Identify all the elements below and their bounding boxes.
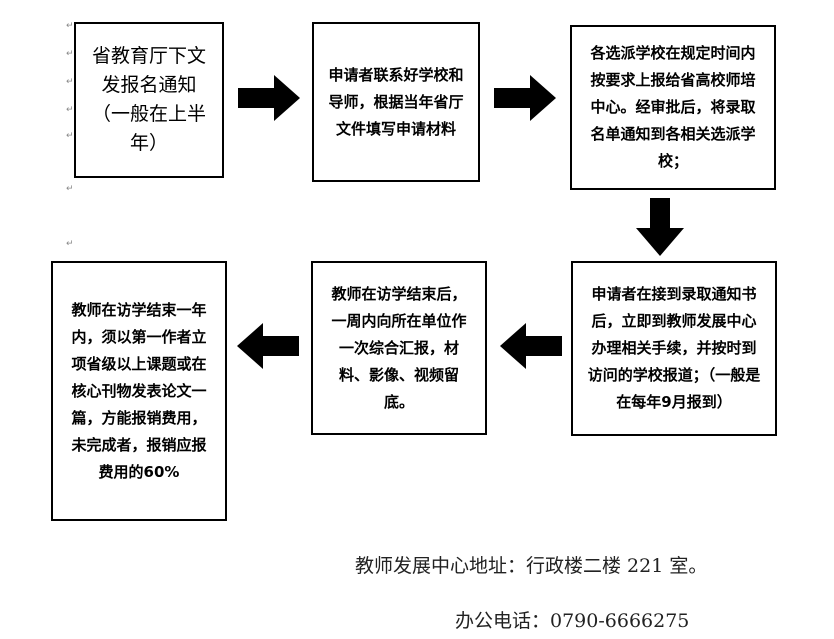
step-1-text: 省教育厅下文发报名通知（一般在上半年）	[91, 45, 206, 154]
step-6-text: 教师在访学结束一年内，须以第一作者立项省级以上课题或在核心刊物发表论文一篇，方能…	[71, 300, 207, 481]
left-arrow-icon	[500, 323, 562, 369]
paragraph-mark: ↵	[66, 77, 74, 87]
paragraph-mark: ↵	[66, 49, 74, 59]
paragraph-mark: ↵	[66, 239, 74, 249]
right-arrow-icon	[238, 75, 300, 121]
step-3-box: 各选派学校在规定时间内按要求上报给省高校师培中心。经审批后，将录取名单通知到各相…	[570, 25, 776, 190]
step-4-box: 申请者在接到录取通知书后，立即到教师发展中心办理相关手续，并按时到访问的学校报道…	[571, 261, 777, 436]
step-2-box: 申请者联系好学校和导师，根据当年省厅文件填写申请材料	[312, 22, 480, 182]
right-arrow-icon	[494, 75, 556, 121]
paragraph-mark: ↵	[66, 21, 74, 31]
center-address: 教师发展中心地址：行政楼二楼 221 室。	[355, 555, 708, 577]
step-2-text: 申请者联系好学校和导师，根据当年省厅文件填写申请材料	[328, 65, 464, 138]
paragraph-mark: ↵	[66, 131, 74, 141]
step-4-text: 申请者在接到录取通知书后，立即到教师发展中心办理相关手续，并按时到访问的学校报道…	[587, 285, 761, 411]
step-5-box: 教师在访学结束后，一周内向所在单位作一次综合汇报，材料、影像、视频留底。	[311, 261, 487, 435]
office-phone: 办公电话：0790-6666275	[455, 610, 690, 632]
left-arrow-icon	[237, 323, 299, 369]
paragraph-mark: ↵	[66, 105, 74, 115]
step-6-box: 教师在访学结束一年内，须以第一作者立项省级以上课题或在核心刊物发表论文一篇，方能…	[51, 261, 227, 521]
down-arrow-icon	[636, 198, 684, 256]
step-5-text: 教师在访学结束后，一周内向所在单位作一次综合汇报，材料、影像、视频留底。	[331, 284, 467, 411]
step-1-box: 省教育厅下文发报名通知（一般在上半年）	[74, 22, 224, 178]
step-3-text: 各选派学校在规定时间内按要求上报给省高校师培中心。经审批后，将录取名单通知到各相…	[590, 44, 756, 170]
paragraph-mark: ↵	[66, 184, 74, 194]
